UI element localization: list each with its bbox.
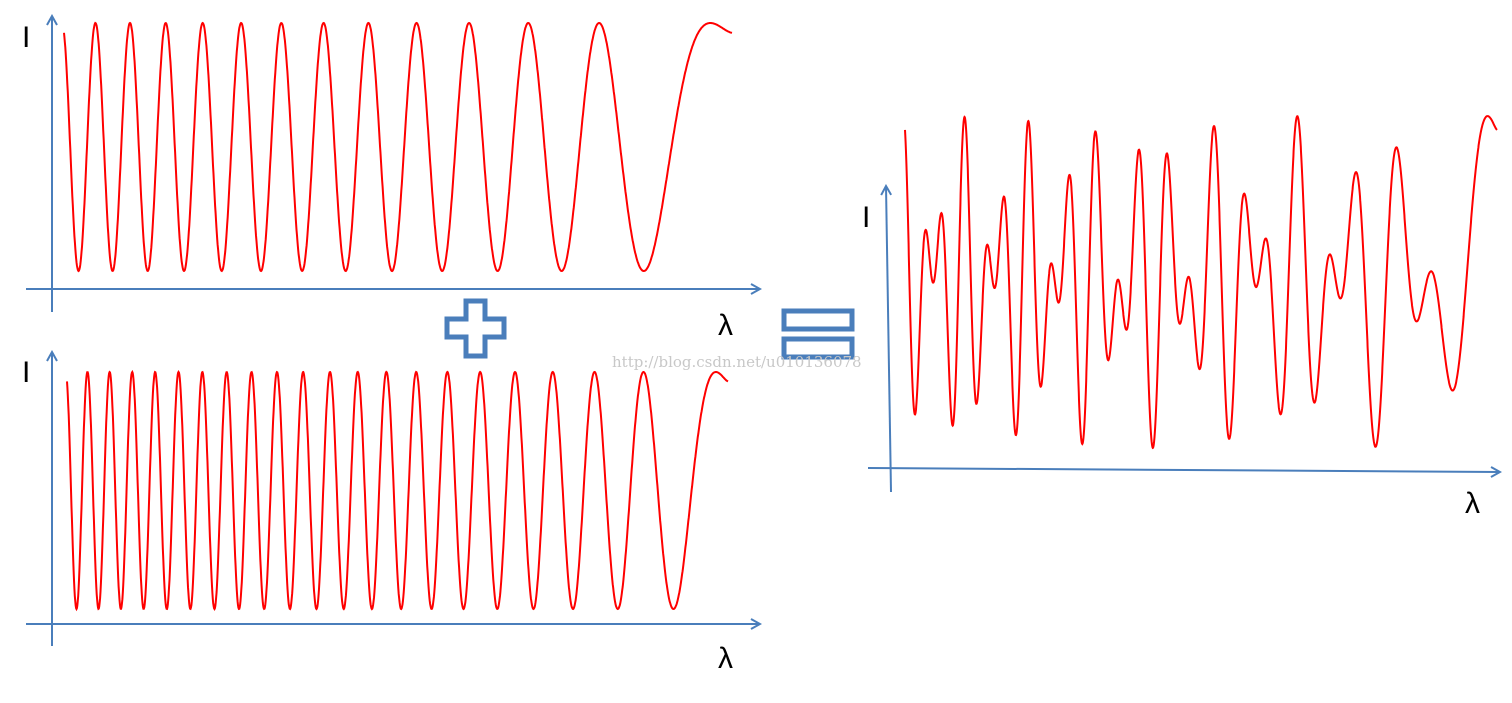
- top-left-y-label: I: [22, 21, 30, 54]
- plus-sign: [444, 298, 507, 359]
- right-sum-wave: [904, 115, 1498, 450]
- watermark-text: http://blog.csdn.net/u010136078: [612, 353, 862, 371]
- equals-sign: [781, 308, 855, 360]
- top-left-plot: I λ: [22, 16, 760, 342]
- bottom-left-y-label: I: [22, 356, 30, 389]
- right-x-label: λ: [1465, 487, 1480, 520]
- bottom-left-plot: I λ: [22, 352, 760, 675]
- right-sum-plot: I λ: [862, 115, 1500, 520]
- right-x-axis: [867, 468, 1500, 472]
- right-y-label: I: [862, 201, 870, 234]
- bottom-left-x-label: λ: [718, 642, 733, 675]
- right-y-axis: [886, 186, 891, 493]
- bottom-left-wave: [66, 369, 729, 612]
- top-left-x-label: λ: [718, 309, 733, 342]
- top-left-wave: [63, 21, 733, 273]
